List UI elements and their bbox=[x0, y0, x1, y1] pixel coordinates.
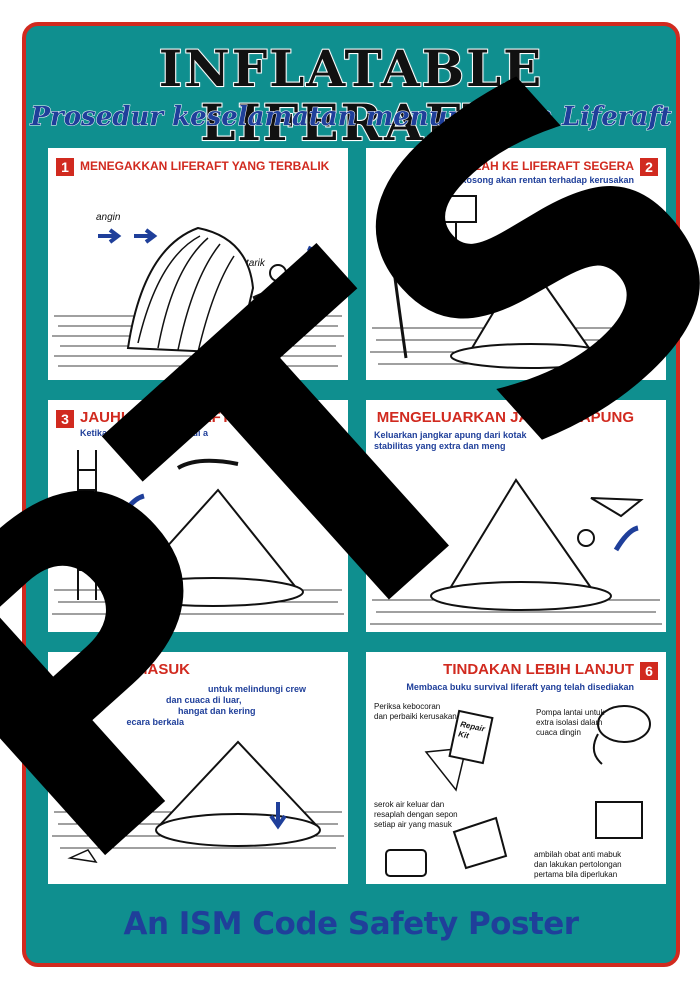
pull-label: tarik bbox=[246, 258, 265, 269]
panel-3: 3 JAUHKAN LIFERAFT DA Ketika semua crew … bbox=[48, 400, 348, 632]
note-medicine: ambilah obat anti mabuk dan lakukan pert… bbox=[534, 850, 622, 879]
panel-title: JAUHKAN LIFERAFT DA bbox=[80, 409, 256, 426]
panel-description-line1: Keluarkan jangkar apung dari kotak bbox=[374, 430, 527, 440]
step-number: 6 bbox=[640, 662, 658, 680]
step-number: 1 bbox=[56, 158, 74, 176]
step-number: 2 bbox=[640, 158, 658, 176]
panel-title: R MASUK bbox=[120, 661, 190, 678]
poster-subtitle: Prosedur keselamatan menurunkan Liferaft bbox=[30, 102, 672, 133]
panel-title: MENGELUARKAN JA CKAR APUNG bbox=[376, 409, 634, 426]
panel-4: MENGELUARKAN JA CKAR APUNG Keluarkan jan… bbox=[366, 400, 666, 632]
poster-footer: An ISM Code Safety Poster bbox=[123, 906, 579, 942]
panel-description-line: - B ecara berkala bbox=[62, 717, 185, 727]
step-number: 3 bbox=[56, 410, 74, 428]
panel-title: MENEGAKKAN LIFERAFT YANG TERBALIK bbox=[80, 159, 330, 173]
panel-description: Ketika semua crew sudah di a bbox=[80, 428, 209, 438]
panel-description-line: hangat dan kering bbox=[178, 706, 256, 716]
note-leak: Periksa kebocoran dan perbaiki kerusakan bbox=[374, 702, 457, 721]
panel-description: Membaca buku survival liferaft yang tela… bbox=[406, 682, 634, 692]
panel-1: 1 MENEGAKKAN LIFERAFT YANG TERBALIK angi… bbox=[48, 148, 348, 380]
panel-title: TINDAKAN LEBIH LANJUT bbox=[443, 661, 634, 678]
panel-description-line2: stabilitas yang extra dan meng bbox=[374, 441, 506, 451]
panel-description-line: untuk melindungi crew bbox=[208, 684, 307, 694]
panel-5: R MASUK untuk melindungi crew dan cuaca … bbox=[48, 652, 348, 884]
poster-title: INFLATABLE LIFERAFT bbox=[158, 39, 544, 152]
panel-6: 6 TINDAKAN LEBIH LANJUT Membaca buku sur… bbox=[366, 652, 666, 884]
enter-raft-illustration bbox=[52, 740, 344, 864]
boarding-raft-illustration bbox=[370, 195, 662, 369]
panel-2: 2 NAIKLAH KE LIFERAFT SEGERA Sebuah life… bbox=[366, 148, 666, 380]
capsized-raft-illustration bbox=[52, 226, 344, 367]
panel-description-line: dan cuaca di luar, bbox=[166, 695, 242, 705]
sea-anchor-illustration bbox=[370, 478, 662, 625]
panel-description: Sebuah liferaft kosong akan rentan terha… bbox=[396, 175, 634, 185]
moving-away-illustration bbox=[52, 450, 344, 615]
poster: INFLATABLE LIFERAFT Prosedur keselamatan… bbox=[22, 22, 680, 967]
further-actions-illustration bbox=[385, 705, 651, 877]
note-bail: serok air keluar dan resaplah dengan sep… bbox=[374, 800, 458, 829]
panel-title: NAIKLAH KE LIFERAFT SEGERA bbox=[444, 159, 634, 173]
note-pump: Pompa lantai untuk extra isolasi dalam c… bbox=[536, 708, 605, 737]
wind-label: angin bbox=[96, 212, 121, 223]
